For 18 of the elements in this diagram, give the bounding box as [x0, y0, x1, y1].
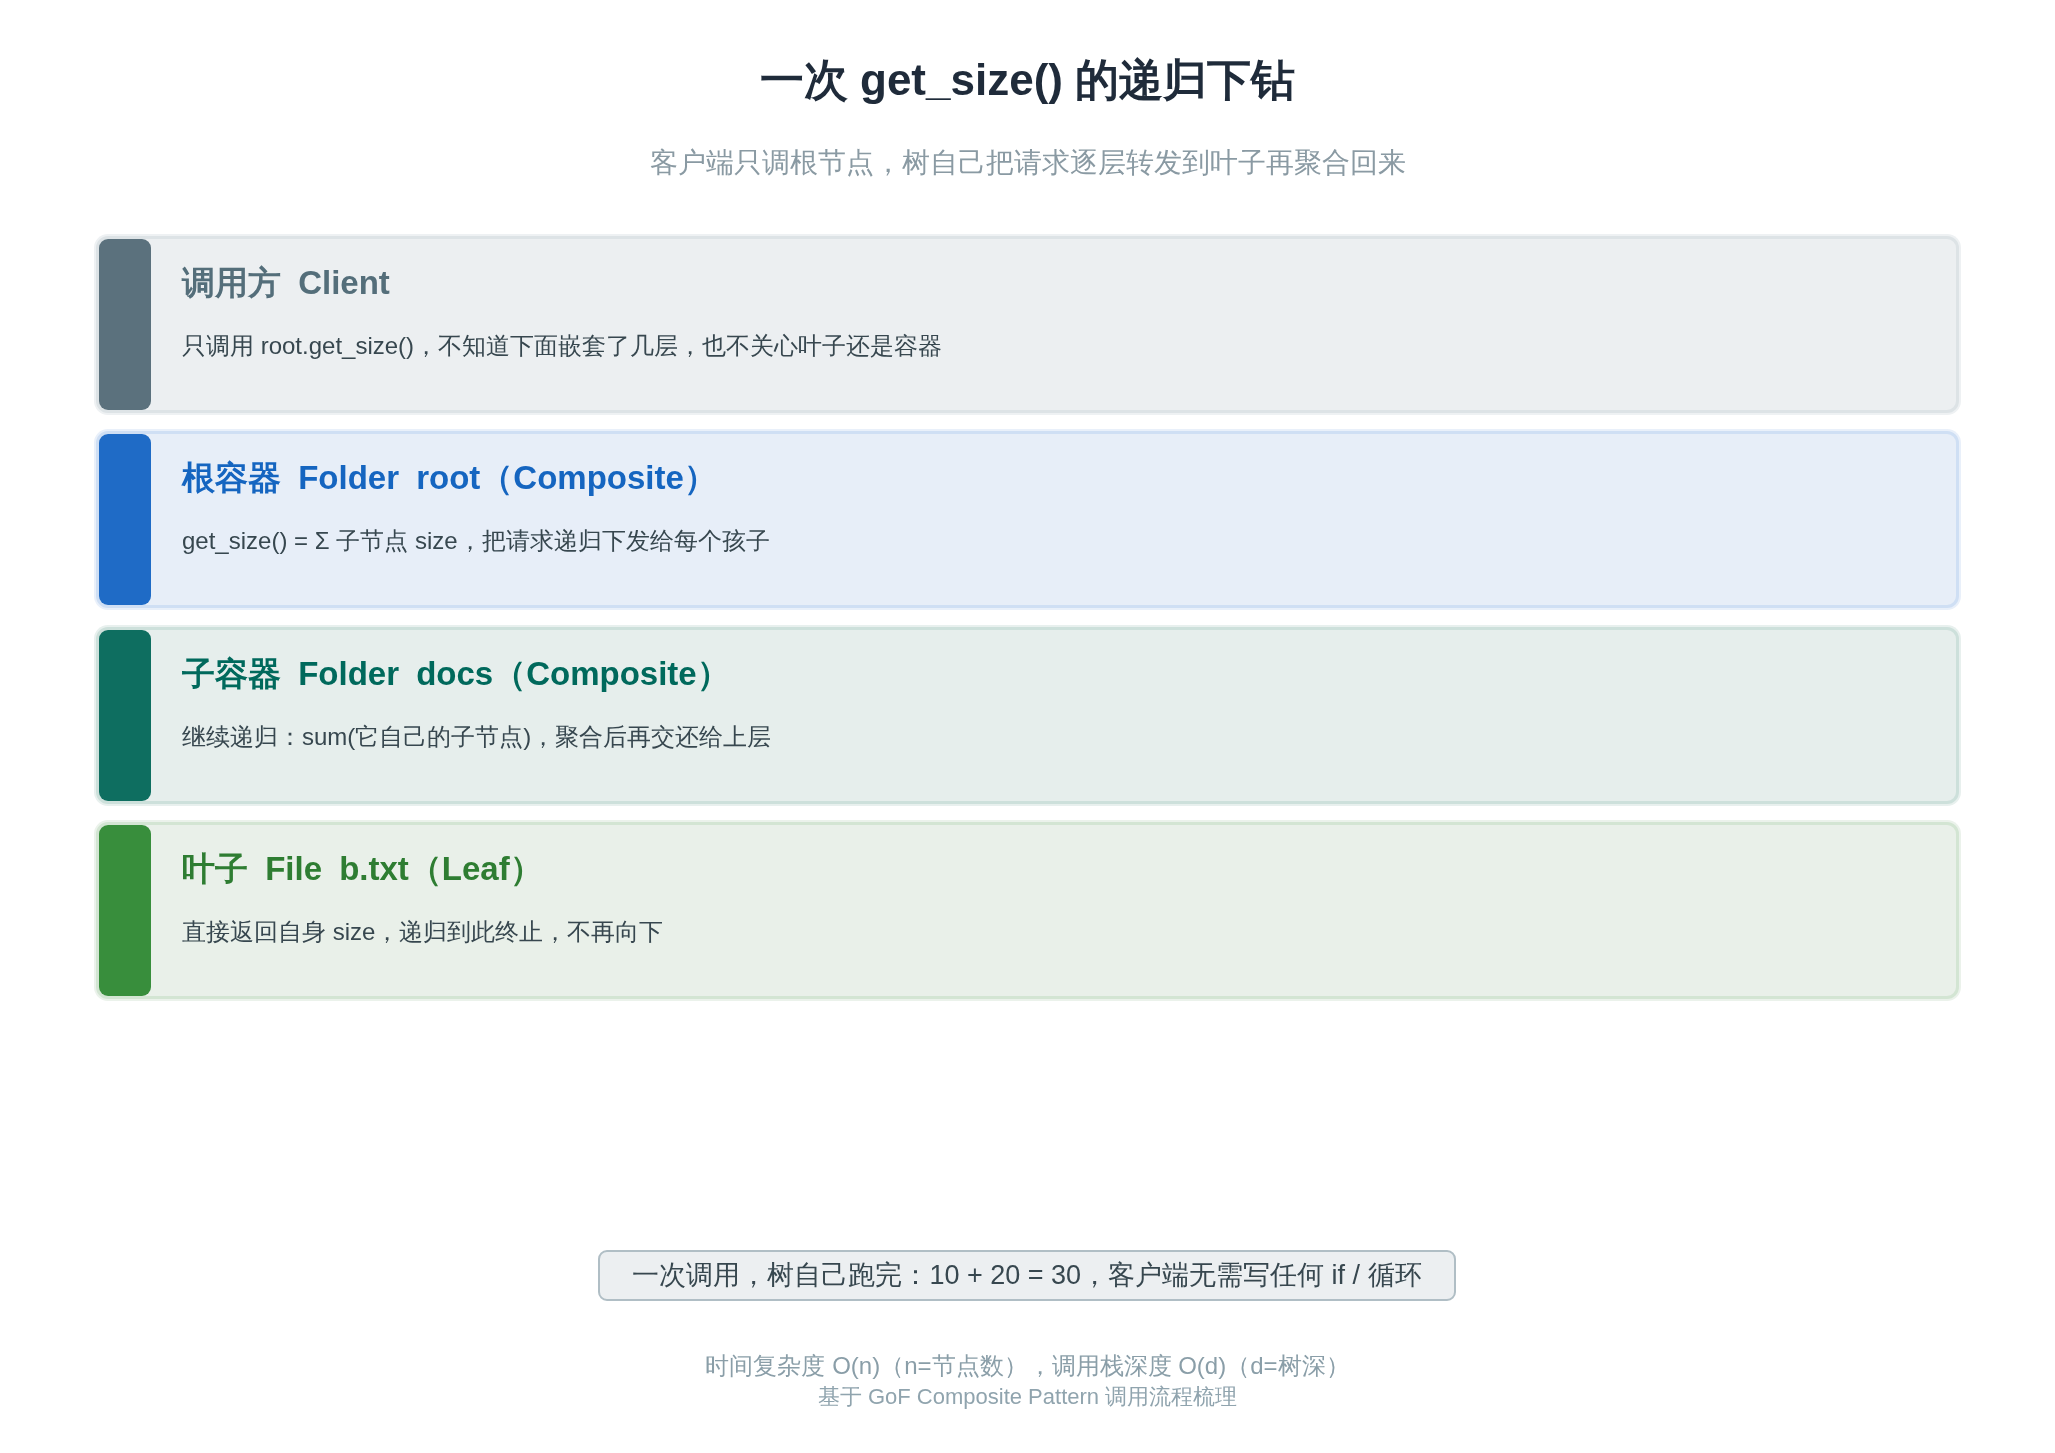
- layer-card: [96, 431, 1959, 608]
- layer-heading: 根容器 Folder root（Composite）: [182, 458, 717, 498]
- summary-text: 一次调用，树自己跑完：10 + 20 = 30，客户端无需写任何 if / 循环: [632, 1259, 1422, 1292]
- layer-card: [96, 627, 1959, 804]
- layer-heading: 调用方 Client: [182, 263, 390, 303]
- layer-description: 只调用 root.get_size()，不知道下面嵌套了几层，也不关心叶子还是容器: [182, 331, 943, 361]
- layer-description: get_size() = Σ 子节点 size，把请求递归下发给每个孩子: [182, 526, 770, 556]
- summary-panel: [598, 1250, 1456, 1301]
- footnote: 时间复杂度 O(n)（n=节点数），调用栈深度 O(d)（d=树深）: [704, 1352, 1351, 1381]
- diagram-title: 一次 get_size() 的递归下钻: [758, 54, 1297, 106]
- layer-card: [96, 822, 1959, 999]
- layer-heading: 子容器 Folder docs（Composite）: [182, 654, 730, 694]
- layer-card: [96, 236, 1959, 413]
- layer-heading: 叶子 File b.txt（Leaf）: [182, 849, 543, 889]
- footnote: 基于 GoF Composite Pattern 调用流程梳理: [816, 1384, 1239, 1411]
- subtitle: 客户端只调根节点，树自己把请求逐层转发到叶子再聚合回来: [648, 146, 1407, 180]
- layer-description: 继续递归：sum(它自己的子节点)，聚合后再交还给上层: [182, 722, 772, 752]
- layer-description: 直接返回自身 size，递归到此终止，不再向下: [182, 917, 664, 947]
